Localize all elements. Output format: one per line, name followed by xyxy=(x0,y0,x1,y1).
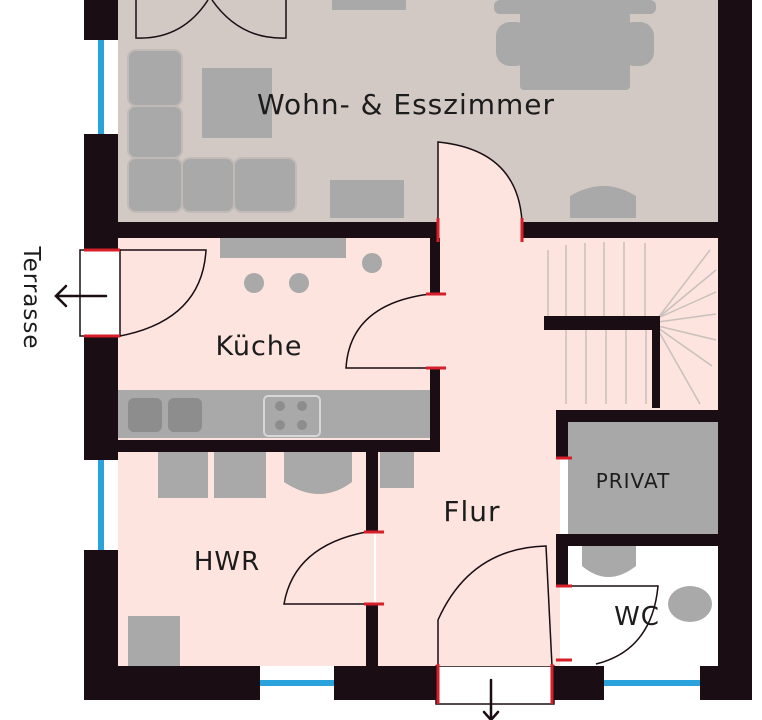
private-room-floor xyxy=(568,422,718,534)
private-room-label: PRIVAT xyxy=(596,469,671,493)
coffee-table xyxy=(202,68,272,138)
dryer xyxy=(214,452,266,498)
wc-sink xyxy=(582,544,636,577)
hallway-label: Flur xyxy=(443,495,500,528)
door-markers xyxy=(84,218,572,704)
living-chair xyxy=(570,186,636,218)
stair-center-post xyxy=(652,316,660,408)
kitchen-door xyxy=(345,293,431,369)
kitchen-stool-1 xyxy=(244,273,264,293)
utility-room-label: HWR xyxy=(194,547,260,577)
stair-landing-wall xyxy=(544,316,660,330)
toilet xyxy=(668,586,712,622)
utility-sink xyxy=(284,452,352,494)
kitchen-stool-2 xyxy=(289,273,309,293)
terrace-exit-arrow xyxy=(54,284,108,308)
cooktop-burners xyxy=(275,401,307,430)
dining-set xyxy=(494,0,656,90)
sideboard xyxy=(330,180,404,218)
sofa xyxy=(127,49,297,213)
walls xyxy=(84,0,752,700)
hwr-door xyxy=(283,531,367,605)
living-shelf-top xyxy=(332,0,406,10)
kitchen-stool-3 xyxy=(362,253,382,273)
terrace-label: Terrasse xyxy=(18,245,44,349)
wc-door-swing xyxy=(564,585,659,665)
terrace-door xyxy=(79,249,207,337)
utility-cabinet xyxy=(128,616,180,666)
wc-label: WC xyxy=(614,602,660,632)
terrace-double-door xyxy=(135,0,287,39)
cooktop xyxy=(263,395,321,437)
kitchen-label: Küche xyxy=(215,331,302,362)
windows xyxy=(98,40,700,686)
kitchen-counter-top xyxy=(220,238,346,258)
entrance-door xyxy=(435,545,555,705)
hall-cabinet xyxy=(380,452,414,488)
staircase xyxy=(547,242,717,405)
sink-basin-1 xyxy=(128,398,162,432)
sink-basin-2 xyxy=(168,398,202,432)
washing-machine xyxy=(158,452,208,498)
living-room-label: Wohn- & Esszimmer xyxy=(257,88,555,121)
entrance-arrow xyxy=(482,678,500,720)
living-door xyxy=(437,141,523,223)
